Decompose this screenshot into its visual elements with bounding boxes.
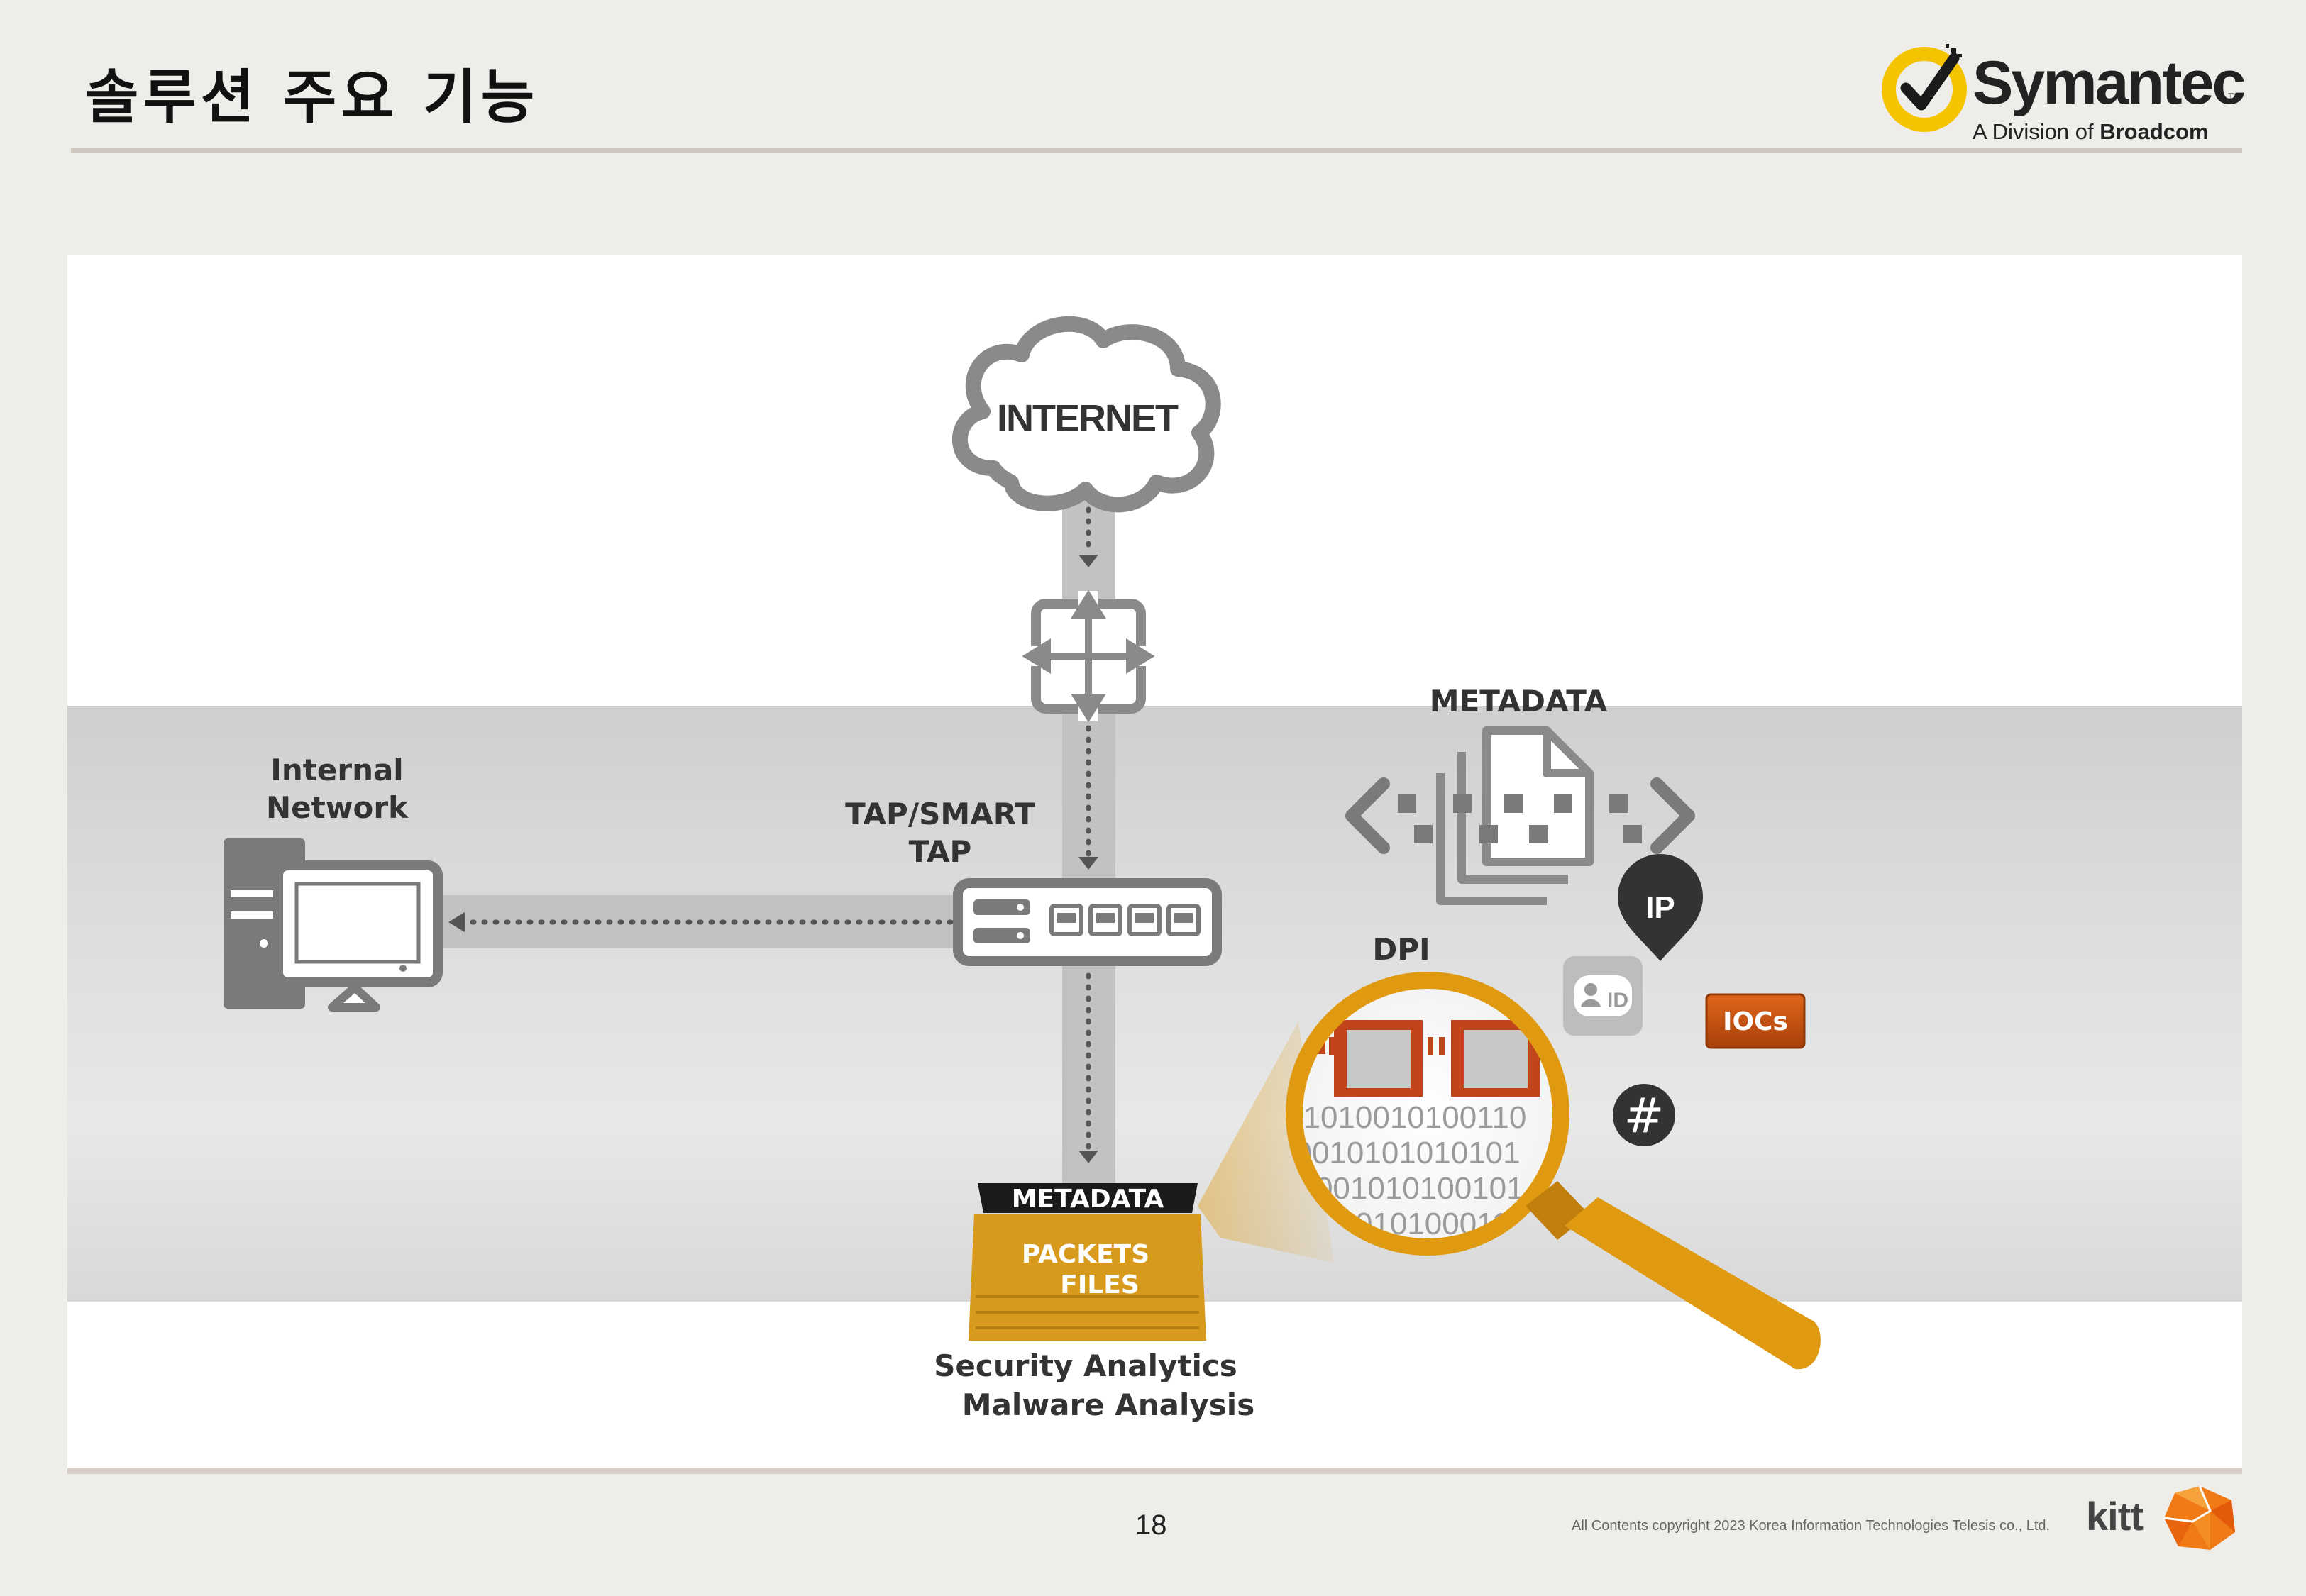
ip-pin-icon: IP [1618,854,1703,961]
copyright-text: All Contents copyright 2023 Korea Inform… [1572,1518,2051,1534]
internal-network-label-line1: Internal [270,753,403,787]
internet-cloud-icon [952,316,1221,513]
iocs-badge-label: IOCs [1723,1007,1788,1036]
brand-subtitle-company: Broadcom [2100,119,2209,144]
internal-network-label-line2: Network [266,790,409,825]
caption-security-analytics: Security Analytics [934,1348,1237,1383]
router-icon [1022,589,1155,723]
security-analytics-appliance-icon: METADATA PACKETS FILES [969,1183,1206,1341]
iocs-badge: IOCs [1705,993,1806,1049]
title-divider [71,148,2242,153]
flow-dots [465,506,1091,1152]
kitt-logo-text: kitt [2086,1494,2144,1539]
hash-badge-label: # [1624,1088,1665,1144]
internet-label: INTERNET [997,397,1179,440]
metadata-documents-icon [1345,726,1695,905]
tap-label-line2: TAP [909,834,972,869]
tap-label-line1: TAP/SMART [845,797,1035,831]
symantec-logo: Symantec TM A Division of Broadcom [1880,35,2249,149]
ip-badge-label: IP [1645,890,1675,925]
binary-line-2: 10010101010101 [1277,1136,1521,1170]
kitt-logo-icon [2163,1485,2235,1550]
page-title: 솔루션 주요 기능 [85,64,539,131]
footer-divider [67,1468,2242,1474]
brand-subtitle: A Division of Broadcom [1973,119,2209,145]
brand-trademark: TM [2228,91,2243,102]
id-badge-label: ID [1607,989,1628,1012]
brand-subtitle-prefix: A Division of [1973,119,2094,144]
metadata-title: METADATA [1430,684,1608,719]
symantec-check-icon [1882,44,1967,132]
tap-switch-icon [953,878,1222,966]
appliance-files-label: FILES [1060,1270,1139,1299]
id-badge-icon: ID [1563,956,1643,1036]
flow-arrowheads [448,555,1098,1163]
appliance-packets-label: PACKETS [1022,1240,1149,1269]
brand-name: Symantec [1973,49,2246,117]
hash-badge-icon: # [1613,1084,1675,1146]
dpi-label: DPI [1372,932,1430,967]
internal-network-computer-icon [224,838,443,1012]
appliance-metadata-label: METADATA [1012,1185,1164,1214]
caption-malware-analysis: Malware Analysis [962,1387,1254,1422]
page-number: 18 [1135,1509,1167,1541]
binary-line-1: 01010010100110 [1286,1100,1526,1135]
